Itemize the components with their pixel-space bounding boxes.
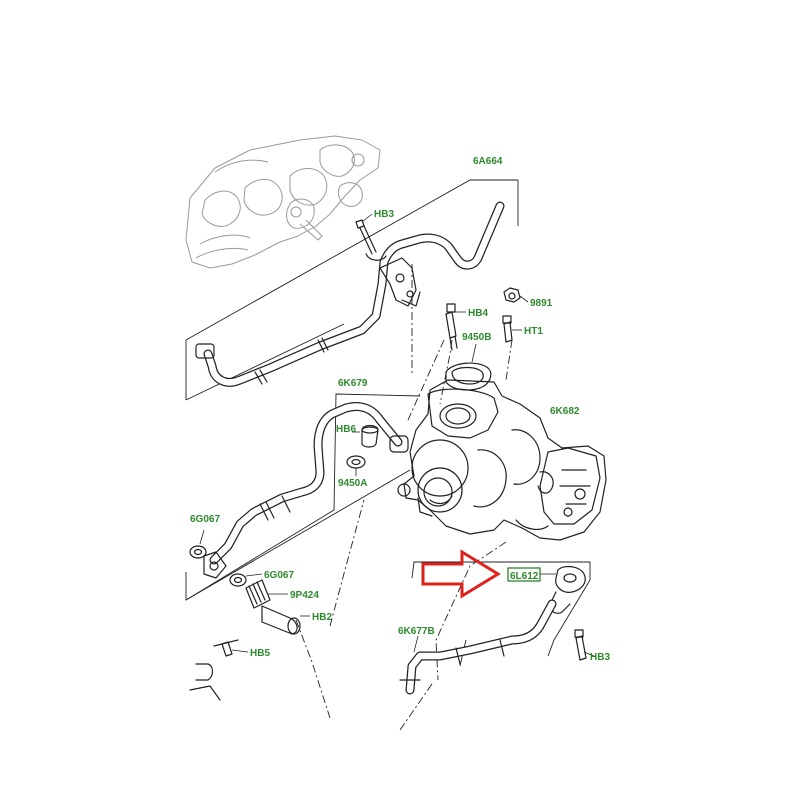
label-6A664: 6A664 <box>473 156 503 167</box>
washer-6G067-left <box>189 529 207 559</box>
washer-9450A <box>346 455 366 476</box>
bolt-HB6 <box>352 424 379 448</box>
bolt-HB2 <box>261 605 310 635</box>
bolt-HB3-top <box>355 213 387 261</box>
exhaust-manifold-ghost <box>185 135 381 269</box>
label-HB6: HB6 <box>336 424 356 435</box>
label-HB4: HB4 <box>468 308 488 319</box>
gasket-9450B <box>445 343 492 391</box>
label-9450A: 9450A <box>338 478 367 489</box>
oil-feed-pipe-6A664 <box>195 201 505 387</box>
turbocharger-6K682 <box>397 379 607 541</box>
label-HB3-bottom: HB3 <box>590 652 610 663</box>
label-9P424: 9P424 <box>290 590 319 601</box>
label-9450B: 9450B <box>462 332 491 343</box>
pipe-6K677B <box>399 599 557 695</box>
oil-return-pipe-6K679 <box>203 402 409 579</box>
label-6K679: 6K679 <box>338 378 368 389</box>
label-HB2: HB2 <box>312 612 332 623</box>
label-HB3-top: HB3 <box>374 209 394 220</box>
label-9891: 9891 <box>530 298 553 309</box>
label-HB5: HB5 <box>250 648 270 659</box>
lower-pipe-group-outline <box>411 561 591 667</box>
lower-left-pipe-partial <box>189 663 221 701</box>
bolt-HB3-bottom <box>574 629 595 661</box>
adaptor-9P424 <box>245 579 288 609</box>
label-6G067-left: 6G067 <box>190 514 220 525</box>
highlight-box-6L612 <box>507 567 541 582</box>
bolt-HB5 <box>213 639 249 657</box>
stud-HB4 <box>445 303 466 351</box>
nut-9891 <box>503 287 529 303</box>
oil-return-group-outline <box>185 393 421 601</box>
label-HT1: HT1 <box>524 326 543 337</box>
label-6G067-right: 6G067 <box>264 570 294 581</box>
washer-6G067-right <box>229 573 263 587</box>
stud-HT1 <box>502 315 522 343</box>
label-6L612: 6L612 <box>510 571 539 582</box>
oil-feed-pipe-group-outline <box>185 179 519 401</box>
label-6K677B: 6K677B <box>398 626 435 637</box>
red-callout-arrow <box>421 549 501 599</box>
label-6K682: 6K682 <box>550 406 580 417</box>
part-labels: 6A664 HB3 HB4 9891 HT1 9450B 6K682 6K679… <box>190 156 610 663</box>
